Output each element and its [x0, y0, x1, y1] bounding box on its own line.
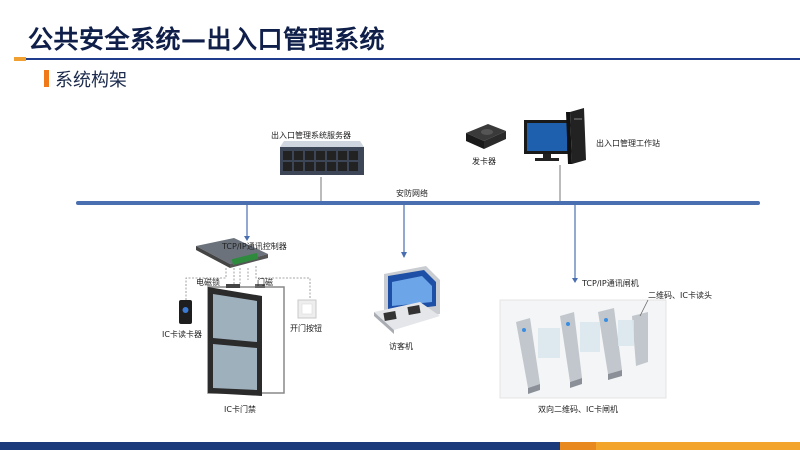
- exit-button-label: 开门按钮: [290, 323, 322, 334]
- workstation-icon: [524, 108, 586, 164]
- visitor-kiosk-icon: [374, 266, 440, 334]
- turnstile-label: 双向二维码、IC卡闸机: [538, 404, 618, 415]
- server-label: 出入口管理系统服务器: [271, 130, 351, 141]
- exit-button-icon: [298, 300, 316, 318]
- qr-reader-label: 二维码、IC卡读头: [648, 290, 712, 301]
- network-label: 安防网络: [396, 188, 428, 199]
- door-magnet-label: 门磁: [257, 277, 273, 288]
- card-reader-label: IC卡读卡器: [162, 329, 202, 340]
- footer-band-accent: [560, 442, 596, 450]
- door-icon: [208, 284, 284, 396]
- footer-band-orange: [560, 442, 800, 450]
- turnstile-tcp-label: TCP/IP通讯闸机: [582, 278, 639, 289]
- door-label: IC卡门禁: [224, 404, 256, 415]
- card-reader-icon: [179, 300, 192, 324]
- server-icon: [280, 141, 364, 175]
- card-issuer-icon: [466, 124, 506, 149]
- card-issuer-label: 发卡器: [472, 156, 496, 167]
- footer-band-blue: [0, 442, 560, 450]
- maglock-label: 电磁锁: [196, 277, 220, 288]
- turnstile-icon: [500, 300, 666, 398]
- workstation-label: 出入口管理工作站: [596, 138, 660, 149]
- controller-label: TCP/IP通讯控制器: [222, 241, 287, 252]
- visitor-label: 访客机: [389, 341, 413, 352]
